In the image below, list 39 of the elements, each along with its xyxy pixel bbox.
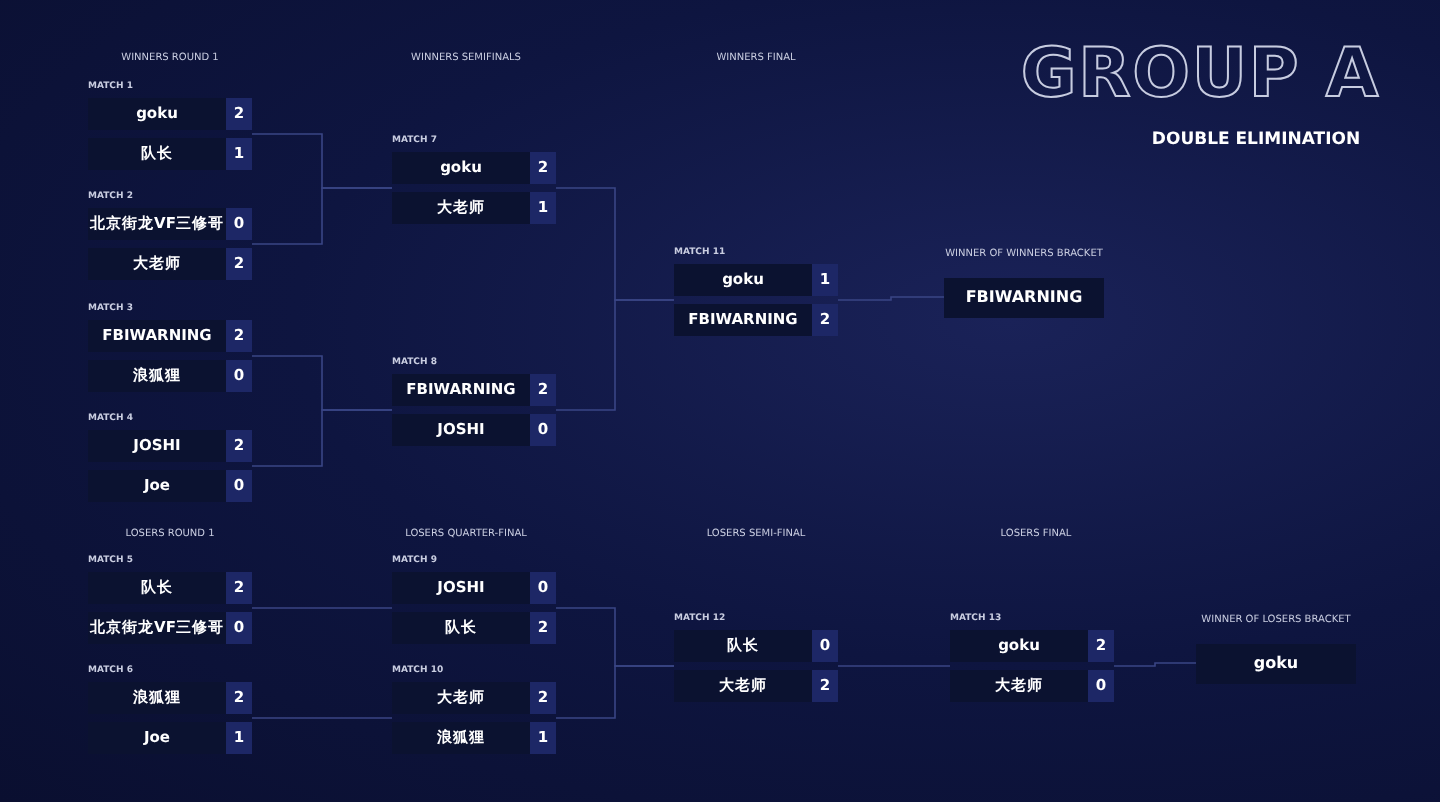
player-row (950, 630, 1114, 662)
bracket-line (251, 187, 393, 245)
player-row (88, 572, 252, 604)
player-row (674, 304, 838, 336)
bracket-line (837, 665, 951, 667)
bracket-line (555, 299, 675, 411)
winner-name: FBIWARNING (944, 277, 1104, 317)
player-row (88, 430, 252, 462)
player-row (392, 682, 556, 714)
player-row (392, 374, 556, 406)
player-row (392, 572, 556, 604)
player-row (674, 264, 838, 296)
player-row (88, 248, 252, 280)
player-row (88, 208, 252, 240)
player-row (88, 138, 252, 170)
bracket-line (251, 607, 393, 609)
winner-name: goku (1196, 643, 1356, 683)
player-row (392, 192, 556, 224)
player-row (88, 682, 252, 714)
player-row (674, 670, 838, 702)
bracket-line (555, 665, 675, 719)
player-row (392, 612, 556, 644)
player-row (392, 722, 556, 754)
player-row (392, 152, 556, 184)
player-row (392, 414, 556, 446)
player-row (88, 470, 252, 502)
player-row (88, 722, 252, 754)
player-row (88, 360, 252, 392)
player-row (674, 630, 838, 662)
player-row (88, 612, 252, 644)
player-row (950, 670, 1114, 702)
player-row (88, 98, 252, 130)
title: GROUP A (1020, 40, 1380, 108)
bracket-line (837, 296, 945, 301)
bracket-line (1113, 662, 1197, 667)
bracket-line (251, 409, 393, 467)
bracket-line (251, 717, 393, 719)
player-row (88, 320, 252, 352)
subtitle: DOUBLE ELIMINATION (1151, 128, 1361, 154)
